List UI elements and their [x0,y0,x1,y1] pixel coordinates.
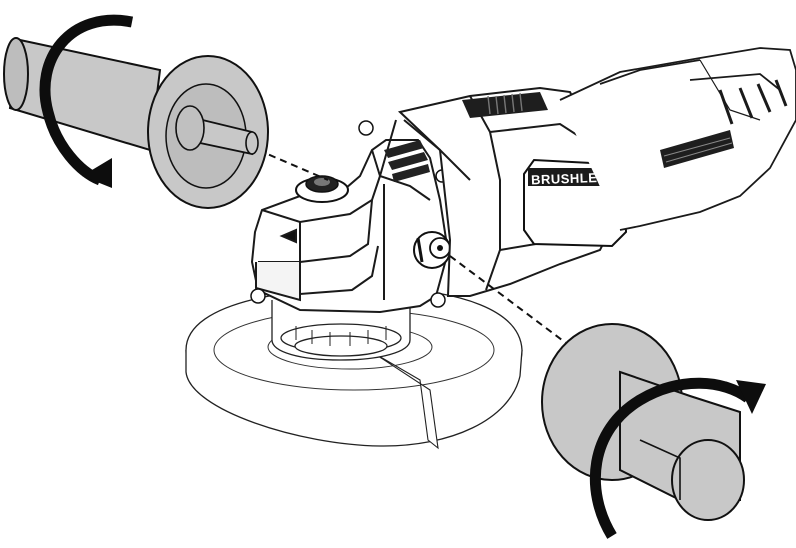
spindle-collar [271,300,411,361]
alignment-line-right [449,255,579,353]
wheel-guard [185,287,523,450]
slide-switch [462,92,548,118]
paddle-switch [660,130,734,168]
rotation-arrow-icon [39,14,134,188]
head-vents [384,140,430,182]
side-handle-socket [413,231,451,269]
tool-grip [559,47,796,231]
side-handle-right [541,323,745,521]
gear-head [250,139,450,314]
rotation-arrow-icon [589,377,766,539]
alignment-line-top [257,149,329,181]
side-handle-left [3,37,269,209]
spindle-lock-button [295,175,349,203]
